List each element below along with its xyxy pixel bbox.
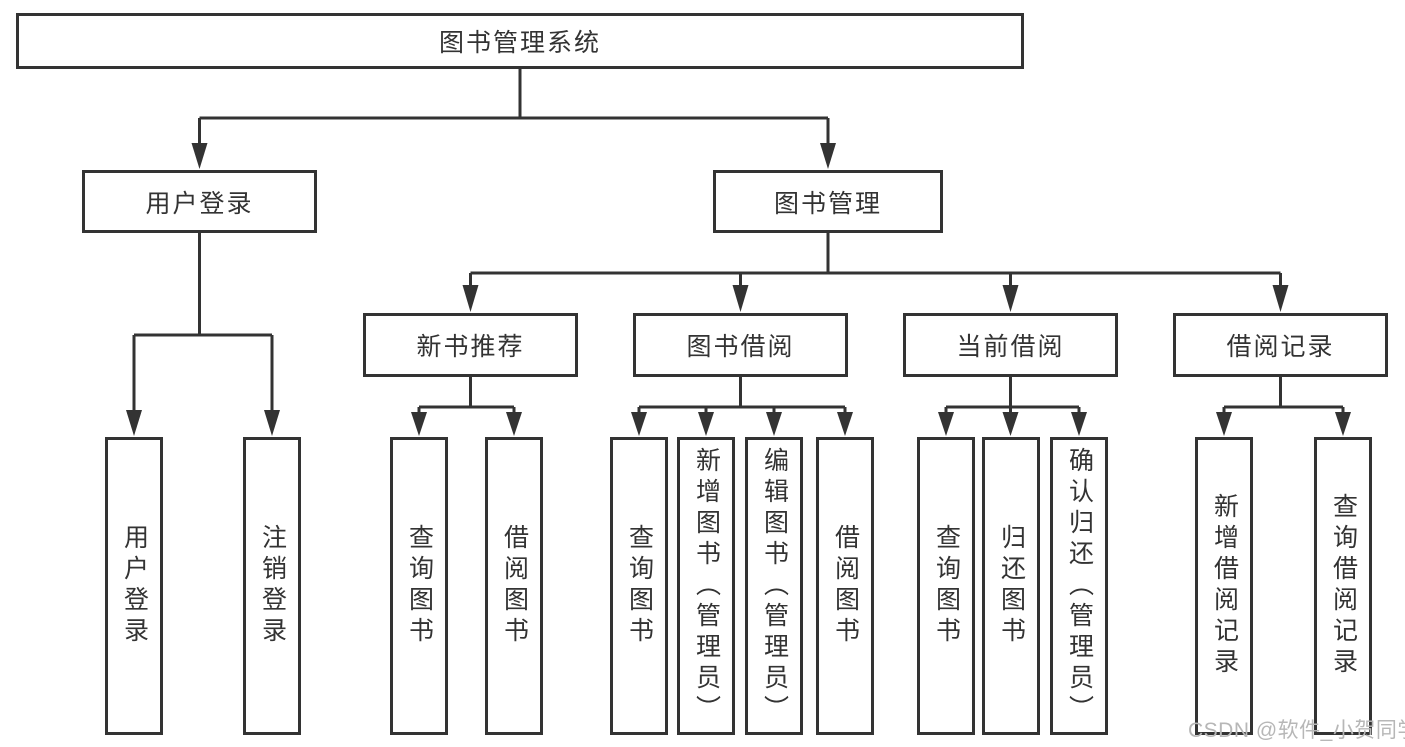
arrowhead bbox=[126, 410, 142, 436]
leaf-records-query: 查询借阅记录 bbox=[1314, 437, 1372, 735]
node-book-borrow: 图书借阅 bbox=[633, 313, 848, 377]
node-root: 图书管理系统 bbox=[16, 13, 1024, 69]
node-current-borrow: 当前借阅 bbox=[903, 313, 1118, 377]
arrowhead bbox=[264, 410, 280, 436]
leaf-current-return: 归还图书 bbox=[982, 437, 1040, 735]
arrowhead bbox=[732, 285, 749, 312]
arrowhead bbox=[1216, 412, 1232, 436]
leaf-logout: 注销登录 bbox=[243, 437, 301, 735]
connector-book-borrow-children bbox=[631, 377, 853, 436]
leaf-borrow-borrow-book-label: 借阅图书 bbox=[831, 524, 860, 648]
arrowhead bbox=[1335, 412, 1351, 436]
arrowhead bbox=[1272, 285, 1289, 312]
arrowhead bbox=[837, 412, 853, 436]
leaf-newbook-query-label: 查询图书 bbox=[405, 524, 434, 648]
leaf-newbook-borrow-label: 借阅图书 bbox=[500, 524, 529, 648]
arrowhead bbox=[938, 412, 954, 436]
leaf-borrow-borrow-book: 借阅图书 bbox=[816, 437, 874, 735]
connector-current-borrow-children bbox=[938, 377, 1087, 436]
arrowhead bbox=[506, 412, 522, 436]
arrowhead bbox=[820, 143, 836, 169]
arrowhead bbox=[462, 285, 479, 312]
leaf-borrow-edit-book-label: 编辑图书（管理员） bbox=[760, 446, 789, 726]
leaf-user-login: 用户登录 bbox=[105, 437, 163, 735]
node-user-login: 用户登录 bbox=[82, 170, 317, 233]
leaf-current-return-label: 归还图书 bbox=[997, 524, 1026, 648]
arrowhead bbox=[1071, 412, 1087, 436]
leaf-current-query: 查询图书 bbox=[917, 437, 975, 735]
leaf-logout-label: 注销登录 bbox=[258, 524, 287, 648]
arrowhead bbox=[631, 412, 647, 436]
leaf-borrow-edit-book: 编辑图书（管理员） bbox=[745, 437, 803, 735]
leaf-user-login-label: 用户登录 bbox=[120, 524, 149, 648]
arrowhead bbox=[766, 412, 782, 436]
node-book-management: 图书管理 bbox=[713, 170, 943, 233]
node-new-book-recommend: 新书推荐 bbox=[363, 313, 578, 377]
leaf-current-query-label: 查询图书 bbox=[932, 524, 961, 648]
leaf-newbook-borrow: 借阅图书 bbox=[485, 437, 543, 735]
leaf-records-query-label: 查询借阅记录 bbox=[1329, 493, 1358, 679]
leaf-borrow-add-book: 新增图书（管理员） bbox=[677, 437, 735, 735]
leaf-borrow-add-book-label: 新增图书（管理员） bbox=[692, 446, 721, 726]
connector-new-book-children bbox=[411, 377, 522, 436]
arrowhead bbox=[411, 412, 427, 436]
connector-book-management-children bbox=[462, 233, 1289, 312]
arrowhead bbox=[1002, 412, 1019, 436]
arrowhead bbox=[698, 412, 714, 436]
arrowhead bbox=[191, 143, 208, 169]
node-borrow-records: 借阅记录 bbox=[1173, 313, 1388, 377]
connector-root-to-level2 bbox=[191, 69, 836, 169]
connector-user-login-children bbox=[126, 233, 280, 436]
leaf-records-add-label: 新增借阅记录 bbox=[1210, 493, 1239, 679]
arrowhead bbox=[1002, 285, 1019, 312]
leaf-newbook-query: 查询图书 bbox=[390, 437, 448, 735]
connector-borrow-records-children bbox=[1216, 377, 1351, 436]
csdn-watermark: CSDN @软件_小贺同学 bbox=[1188, 719, 1405, 742]
leaf-borrow-query-label: 查询图书 bbox=[625, 524, 654, 648]
leaf-current-confirm-return-label: 确认归还（管理员） bbox=[1065, 446, 1094, 726]
leaf-borrow-query: 查询图书 bbox=[610, 437, 668, 735]
leaf-records-add: 新增借阅记录 bbox=[1195, 437, 1253, 735]
leaf-current-confirm-return: 确认归还（管理员） bbox=[1050, 437, 1108, 735]
